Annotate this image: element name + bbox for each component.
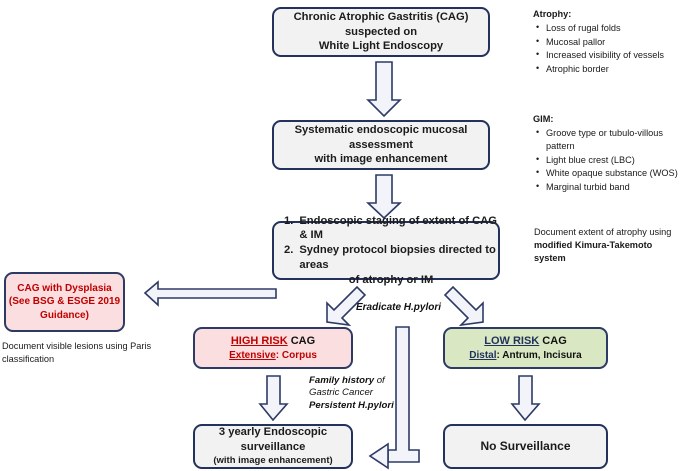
note-gim-item: Marginal turbid band bbox=[536, 180, 689, 194]
staging-item-1-number: 1. bbox=[284, 214, 294, 227]
box-three-yearly-line2: surveillance bbox=[240, 441, 306, 454]
staging-item-1: 1. Endoscopic staging of extent of CAG &… bbox=[284, 214, 498, 244]
arrow-staging-to-low-risk bbox=[443, 285, 484, 327]
note-gim-item: White opaque substance (WOS) bbox=[536, 166, 689, 180]
note-atrophy-item: Mucosal pallor bbox=[536, 35, 689, 49]
note-atrophy-item: Increased visibility of vessels bbox=[536, 48, 689, 62]
annotation-eradicate-hpylori: Eradicate H.pylori bbox=[356, 302, 442, 313]
box-three-yearly-line1: 3 yearly Endoscopic bbox=[218, 426, 328, 439]
box-low-risk-extent-label: Distal bbox=[469, 349, 497, 361]
annotation-persistent-hpylori: Persistent H.pylori bbox=[309, 399, 394, 411]
annotation-family-history-line1: Family history of bbox=[309, 375, 401, 387]
staging-item-2-number: 2. bbox=[284, 244, 294, 257]
box-systematic-line2: with image enhancement bbox=[314, 153, 448, 166]
arrow-systematic-to-staging bbox=[365, 174, 403, 220]
arrow-cag-to-systematic bbox=[366, 61, 402, 118]
note-kimura-line1: Document extent of atrophy using bbox=[534, 227, 672, 237]
note-paris-line2: classification bbox=[2, 354, 55, 365]
box-low-risk-extent: Distal: Antrum, Incisura bbox=[469, 349, 581, 362]
annotation-family-history-rest: of bbox=[374, 375, 385, 386]
box-dysplasia-line2: (See BSG & ESGE 2019 bbox=[8, 296, 121, 308]
box-endoscopic-staging: 1. Endoscopic staging of extent of CAG &… bbox=[272, 215, 500, 286]
note-gim-list: Groove type or tubulo-villous pattern Li… bbox=[533, 126, 689, 194]
box-three-yearly-line3: (with image enhancement) bbox=[213, 455, 333, 467]
box-high-risk-label: HIGH RISK bbox=[230, 335, 288, 348]
note-paris-line1: Document visible lesions using Paris bbox=[2, 341, 152, 351]
box-high-risk-extent: Extensive: Corpus bbox=[229, 349, 317, 362]
box-high-risk-cag: HIGH RISK CAG Extensive: Corpus bbox=[193, 327, 353, 369]
box-no-surveillance-label: No Surveillance bbox=[480, 438, 571, 453]
note-gim-item: Groove type or tubulo-villous pattern bbox=[536, 126, 689, 153]
box-low-risk-suffix: CAG bbox=[539, 335, 567, 348]
staging-item-1-text: Endoscopic staging of extent of CAG & IM bbox=[299, 214, 497, 242]
box-high-risk-extent-label: Extensive bbox=[229, 349, 276, 361]
box-low-risk-title: LOW RISK CAG bbox=[484, 334, 567, 349]
arrow-elbow-return-head bbox=[368, 442, 389, 470]
note-atrophy-heading: Atrophy: bbox=[533, 9, 572, 19]
arrow-low-risk-to-no-surveillance bbox=[510, 375, 541, 422]
note-paris-classification: Document visible lesions using Paris cla… bbox=[2, 340, 152, 366]
box-systematic-assessment: Systematic endoscopic mucosal assessment… bbox=[272, 120, 490, 170]
note-kimura-line2: modified Kimura-Takemoto system bbox=[534, 240, 653, 264]
box-high-risk-title: HIGH RISK CAG bbox=[231, 334, 315, 349]
box-three-yearly-surveillance: 3 yearly Endoscopic surveillance (with i… bbox=[193, 424, 353, 469]
note-gim-heading: GIM: bbox=[533, 114, 554, 124]
box-low-risk-extent-value: : Antrum, Incisura bbox=[496, 349, 582, 361]
staging-item-2: 2. Sydney protocol biopsies directed to … bbox=[284, 243, 498, 273]
box-cag-suspected-line1: Chronic Atrophic Gastritis (CAG) suspect… bbox=[293, 10, 469, 38]
staging-item-2-continued: of atrophy or IM bbox=[348, 273, 434, 286]
box-high-risk-extent-value: : Corpus bbox=[275, 349, 317, 361]
arrow-staging-to-dysplasia bbox=[143, 280, 277, 307]
box-dysplasia-line3: Guidance) bbox=[40, 309, 89, 321]
box-low-risk-label: LOW RISK bbox=[484, 335, 540, 348]
box-dysplasia-line1: CAG with Dysplasia bbox=[17, 283, 112, 295]
note-atrophy-list: Loss of rugal folds Mucosal pallor Incre… bbox=[533, 21, 689, 76]
annotation-gastric-cancer: Gastric Cancer bbox=[309, 387, 373, 399]
box-low-risk-cag: LOW RISK CAG Distal: Antrum, Incisura bbox=[443, 327, 608, 369]
arrow-high-risk-to-three-yearly bbox=[258, 375, 289, 422]
note-atrophy: Atrophy: Loss of rugal folds Mucosal pal… bbox=[533, 8, 689, 76]
note-gim: GIM: Groove type or tubulo-villous patte… bbox=[533, 113, 689, 194]
box-cag-suspected-line2: White Light Endoscopy bbox=[318, 40, 444, 53]
annotation-family-history: Family history of Gastric Cancer Persist… bbox=[309, 375, 401, 412]
annotation-family-history-bold: Family history bbox=[309, 375, 375, 386]
note-atrophy-item: Loss of rugal folds bbox=[536, 21, 689, 35]
note-kimura-takemoto: Document extent of atrophy using modifie… bbox=[534, 226, 686, 265]
box-no-surveillance: No Surveillance bbox=[443, 424, 608, 469]
note-gim-item: Light blue crest (LBC) bbox=[536, 153, 689, 167]
box-cag-suspected: Chronic Atrophic Gastritis (CAG) suspect… bbox=[272, 7, 490, 57]
box-cag-with-dysplasia: CAG with Dysplasia (See BSG & ESGE 2019 … bbox=[4, 272, 125, 332]
note-atrophy-item: Atrophic border bbox=[536, 62, 689, 76]
box-systematic-line1: Systematic endoscopic mucosal assessment bbox=[294, 123, 468, 151]
box-high-risk-suffix: CAG bbox=[287, 335, 316, 348]
staging-item-2-text: Sydney protocol biopsies directed to are… bbox=[299, 244, 496, 271]
